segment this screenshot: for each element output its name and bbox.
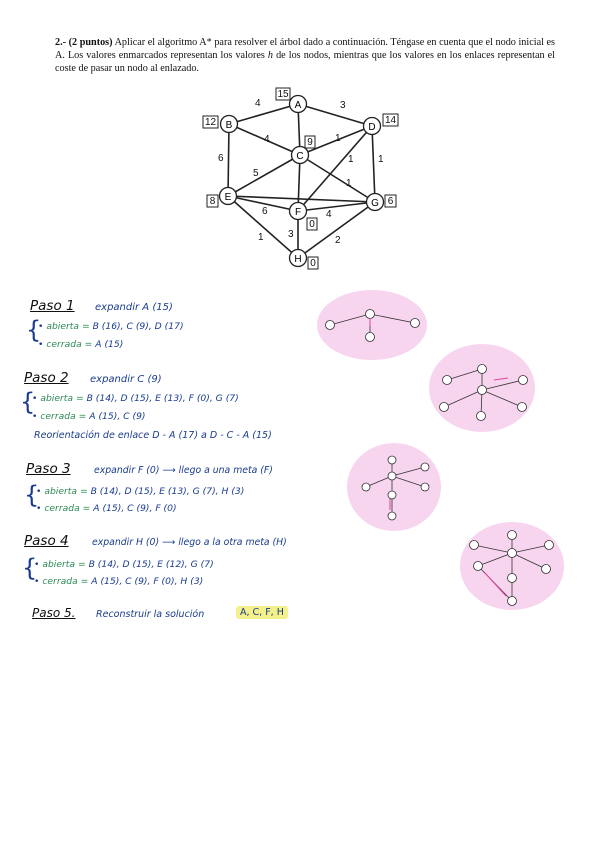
svg-text:F: F: [295, 207, 301, 218]
paso4-abierta: • abierta = B (14), D (15), E (12), G (7…: [34, 559, 214, 570]
h-box-d: 14: [382, 113, 399, 127]
graph-edges: [227, 103, 376, 259]
svg-text:6: 6: [388, 196, 394, 207]
node-d: D: [362, 116, 382, 136]
paso2-cerrada: • cerrada = A (15), C (9): [32, 411, 146, 422]
edge-cost: 4: [264, 134, 270, 145]
problem-text-b: de los nodos, mientras que los valores e…: [55, 50, 555, 75]
h-box-g: 6: [384, 194, 397, 208]
problem-text-a: Aplicar el algoritmo A* para resolver el…: [55, 37, 555, 62]
node-b: B: [219, 114, 239, 134]
problem-lead: 2.- (2 puntos): [55, 37, 113, 48]
edge-cost: 1: [378, 154, 384, 165]
edge-cost: 3: [288, 229, 294, 240]
edge-cost: 1: [335, 133, 341, 144]
paso5-solution: A, C, F, H: [236, 606, 288, 619]
heuristic-boxes: 15 12 9 14 8 0 6 0: [202, 87, 399, 270]
paso2-action: expandir C (9): [90, 374, 162, 385]
svg-text:8: 8: [210, 196, 216, 207]
paso2-title: Paso 2: [24, 370, 69, 386]
search-graph: 4 3 4 1 6 5 1 1 1 6 4 1 3 2 A B C D E F …: [202, 87, 399, 270]
svg-text:B: B: [226, 120, 233, 131]
paso5-title: Paso 5.: [32, 606, 76, 620]
edge-cost: 3: [340, 100, 346, 111]
node-e: E: [218, 186, 238, 206]
paso4-title: Paso 4: [24, 533, 69, 549]
svg-text:15: 15: [277, 89, 289, 100]
svg-text:14: 14: [385, 115, 397, 126]
h-box-c: 9: [304, 135, 316, 149]
paso1-title: Paso 1: [30, 298, 75, 314]
svg-text:D: D: [368, 122, 375, 133]
svg-text:12: 12: [205, 117, 217, 128]
h-box-b: 12: [202, 115, 219, 129]
paso2-brace: {: [20, 388, 36, 416]
paso2-abierta: • abierta = B (14), D (15), E (13), F (0…: [32, 393, 239, 404]
paso1-action: expandir A (15): [95, 302, 173, 313]
paso3-action: expandir F (0) ⟶ llego a una meta (F): [94, 465, 273, 476]
paso3-cerrada: • cerrada = A (15), C (9), F (0): [36, 503, 177, 514]
svg-text:E: E: [225, 192, 232, 203]
node-h: H: [288, 248, 308, 268]
node-f: F: [288, 201, 308, 221]
paso1-cerrada: • cerrada = A (15): [38, 339, 124, 350]
paso2-note: Reorientación de enlace D - A (17) a D -…: [34, 430, 272, 441]
paso1-abierta: • abierta = B (16), C (9), D (17): [38, 321, 184, 332]
svg-text:C: C: [296, 151, 303, 162]
paso4-brace: {: [22, 554, 38, 582]
edge-cost: 6: [218, 153, 224, 164]
paso3-abierta: • abierta = B (14), D (15), E (13), G (7…: [36, 486, 245, 497]
edge-cost-labels: 4 3 4 1 6 5 1 1 1 6 4 1 3 2: [218, 98, 384, 246]
paso3-title: Paso 3: [26, 461, 71, 477]
node-c: C: [290, 145, 310, 165]
node-g: G: [365, 192, 385, 212]
paso4-cerrada: • cerrada = A (15), C (9), F (0), H (3): [34, 576, 204, 587]
svg-text:G: G: [371, 198, 379, 209]
edge-cost: 6: [262, 206, 268, 217]
edge-cost: 4: [326, 209, 332, 220]
edge-cost: 1: [348, 154, 354, 165]
edge-cost: 1: [346, 178, 352, 189]
paso1-brace: {: [26, 316, 42, 344]
svg-text:A: A: [295, 100, 302, 111]
svg-text:0: 0: [310, 258, 316, 269]
graph-nodes: A B C D E F G H: [218, 94, 385, 268]
svg-text:9: 9: [307, 137, 313, 148]
svg-text:0: 0: [309, 219, 315, 230]
paso3-brace: {: [24, 481, 40, 509]
h-box-f: 0: [306, 217, 318, 231]
problem-h: h: [267, 50, 274, 62]
svg-text:H: H: [294, 254, 301, 265]
paso5-action: Reconstruir la solución: [96, 609, 205, 620]
edge-cost: 2: [335, 235, 341, 246]
paso4-action: expandir H (0) ⟶ llego a la otra meta (H…: [92, 537, 287, 548]
h-box-h: 0: [307, 256, 319, 270]
node-a: A: [288, 94, 308, 114]
edge-cost: 4: [255, 98, 261, 109]
problem-statement: 2.- (2 puntos) Aplicar el algoritmo A* p…: [55, 36, 555, 76]
edge-cost: 5: [253, 168, 259, 179]
edge-cost: 1: [258, 232, 264, 243]
h-box-a: 15: [275, 87, 291, 101]
h-box-e: 8: [206, 194, 219, 208]
